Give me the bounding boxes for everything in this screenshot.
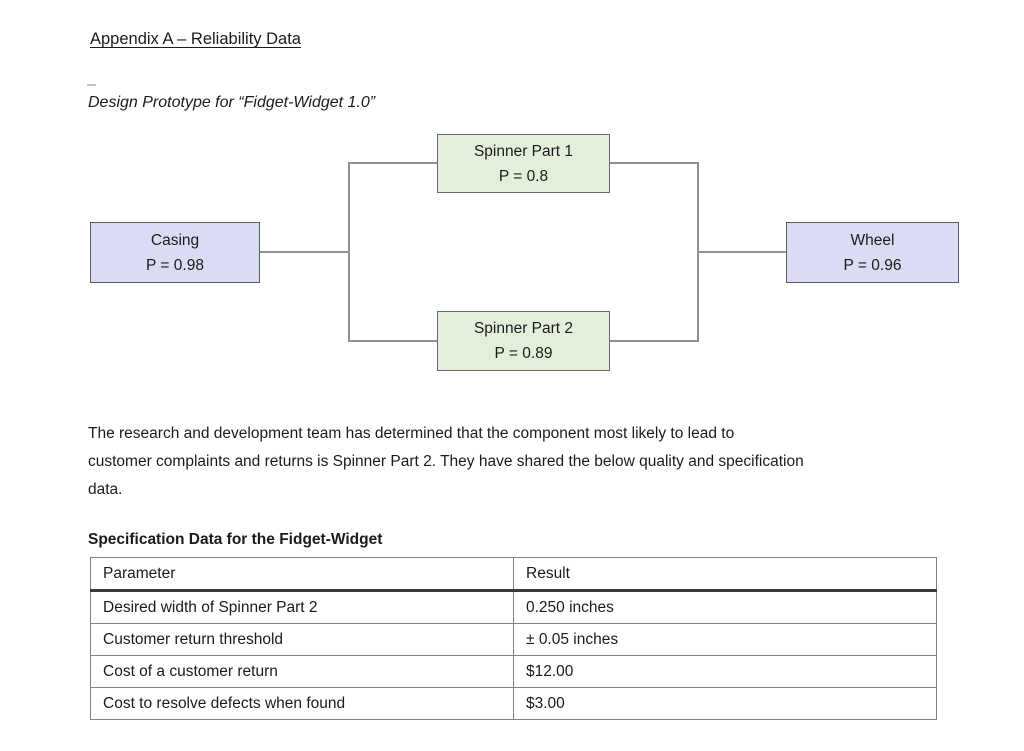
paragraph-line: customer complaints and returns is Spinn… [88, 453, 804, 470]
split-vertical-left [348, 162, 350, 342]
connector-casing-to-split [260, 251, 349, 253]
paragraph-line: The research and development team has de… [88, 425, 735, 442]
cell-parameter: Desired width of Spinner Part 2 [90, 590, 514, 624]
connector-spinner2-to-merge [610, 340, 698, 342]
node-wheel: Wheel P = 0.96 [786, 222, 959, 283]
table-caption: Specification Data for the Fidget-Widget [88, 531, 383, 548]
cell-result: $12.00 [513, 655, 937, 688]
table-row: Desired width of Spinner Part 2 0.250 in… [90, 590, 937, 624]
node-probability: P = 0.96 [843, 256, 902, 274]
spec-table: Parameter Result Desired width of Spinne… [90, 557, 937, 720]
cell-parameter: Cost to resolve defects when found [90, 687, 514, 720]
node-label: Spinner Part 2 [473, 320, 574, 337]
connector-merge-to-wheel [699, 251, 786, 253]
stray-mark [87, 84, 96, 86]
table-row: Cost of a customer return $12.00 [90, 655, 937, 688]
body-paragraph: The research and development team has de… [88, 420, 804, 504]
paragraph-line: data. [88, 481, 123, 498]
table-row: Customer return threshold ± 0.05 inches [90, 623, 937, 656]
connector-split-to-spinner2 [348, 340, 437, 342]
table-row: Cost to resolve defects when found $3.00 [90, 687, 937, 720]
cell-parameter: Customer return threshold [90, 623, 514, 656]
table-header-row: Parameter Result [90, 557, 937, 592]
connector-spinner1-to-merge [610, 162, 698, 164]
node-spinner-part-2: Spinner Part 2 P = 0.89 [437, 311, 610, 371]
merge-vertical-right [697, 162, 699, 342]
cell-result: 0.250 inches [513, 590, 937, 624]
node-casing: Casing P = 0.98 [90, 222, 260, 283]
col-header-parameter: Parameter [90, 557, 514, 592]
node-label: Spinner Part 1 [473, 142, 574, 160]
node-spinner-part-1: Spinner Part 1 P = 0.8 [437, 134, 610, 193]
node-probability: P = 0.89 [494, 345, 553, 362]
diagram-caption: Design Prototype for “Fidget-Widget 1.0” [88, 94, 376, 111]
cell-parameter: Cost of a customer return [90, 655, 514, 688]
cell-result: $3.00 [513, 687, 937, 720]
node-label: Casing [150, 231, 200, 249]
node-probability: P = 0.98 [146, 256, 204, 274]
cell-result: ± 0.05 inches [513, 623, 937, 656]
page-title: Appendix A – Reliability Data [90, 30, 301, 48]
col-header-result: Result [513, 557, 937, 592]
node-probability: P = 0.8 [498, 167, 549, 185]
connector-split-to-spinner1 [348, 162, 437, 164]
node-label: Wheel [850, 231, 895, 249]
